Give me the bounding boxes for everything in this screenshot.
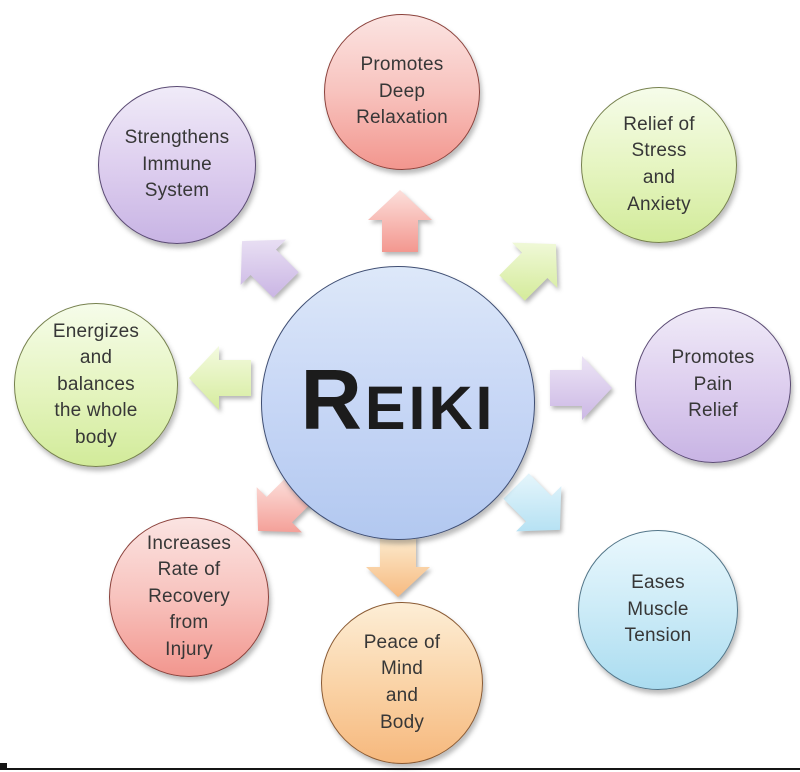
- arrow-to-eases-muscle-tension: [493, 463, 583, 553]
- benefit-label: Peace of Mind and Body: [363, 631, 441, 733]
- benefit-circle-peace-of-mind-and-body: Peace of Mind and Body: [321, 602, 483, 764]
- benefit-label: Relief of Stress and Anxiety: [623, 113, 695, 215]
- block-arrow-down-right-icon: [503, 473, 562, 532]
- benefit-label: Promotes Pain Relief: [671, 347, 755, 422]
- benefit-circle-relief-of-stress-and-anxiety: Relief of Stress and Anxiety: [581, 87, 737, 243]
- block-arrow-up-icon: [368, 190, 432, 252]
- benefit-label: Energizes and balances the whole body: [52, 320, 140, 448]
- benefit-circle-promotes-pain-relief: Promotes Pain Relief: [635, 307, 791, 463]
- benefit-label: Strengthens Immune System: [124, 127, 230, 202]
- block-arrow-left-icon: [189, 346, 251, 410]
- benefit-circle-eases-muscle-tension: Eases Muscle Tension: [578, 530, 738, 690]
- benefit-circle-energizes-and-balances: Energizes and balances the whole body: [14, 303, 178, 467]
- benefit-circle-promotes-deep-relaxation: Promotes Deep Relaxation: [324, 14, 480, 170]
- center-circle-reiki: Reiki: [261, 266, 535, 540]
- bottom-rule: [0, 768, 800, 770]
- benefit-label: Increases Rate of Recovery from Injury: [146, 532, 232, 660]
- benefit-circle-increases-rate-of-recovery: Increases Rate of Recovery from Injury: [109, 517, 269, 677]
- block-arrow-up-left-icon: [240, 239, 299, 298]
- arrow-to-promotes-deep-relaxation: [355, 176, 445, 266]
- block-arrow-down-icon: [366, 535, 430, 597]
- benefit-circle-strengthens-immune-system: Strengthens Immune System: [98, 86, 256, 244]
- block-arrow-right-icon: [550, 356, 612, 420]
- arrow-to-peace-of-mind-and-body: [353, 521, 443, 611]
- center-label: Reiki: [300, 352, 496, 448]
- arrow-to-energizes-and-balances: [175, 333, 265, 423]
- bottom-left-mark: [0, 763, 7, 770]
- block-arrow-up-right-icon: [499, 242, 558, 301]
- benefit-label: Promotes Deep Relaxation: [356, 54, 448, 129]
- arrow-to-relief-of-stress-and-anxiety: [489, 221, 579, 311]
- benefit-label: Eases Muscle Tension: [624, 572, 692, 647]
- arrow-to-strengthens-immune-system: [219, 218, 309, 308]
- arrow-to-promotes-pain-relief: [536, 343, 626, 433]
